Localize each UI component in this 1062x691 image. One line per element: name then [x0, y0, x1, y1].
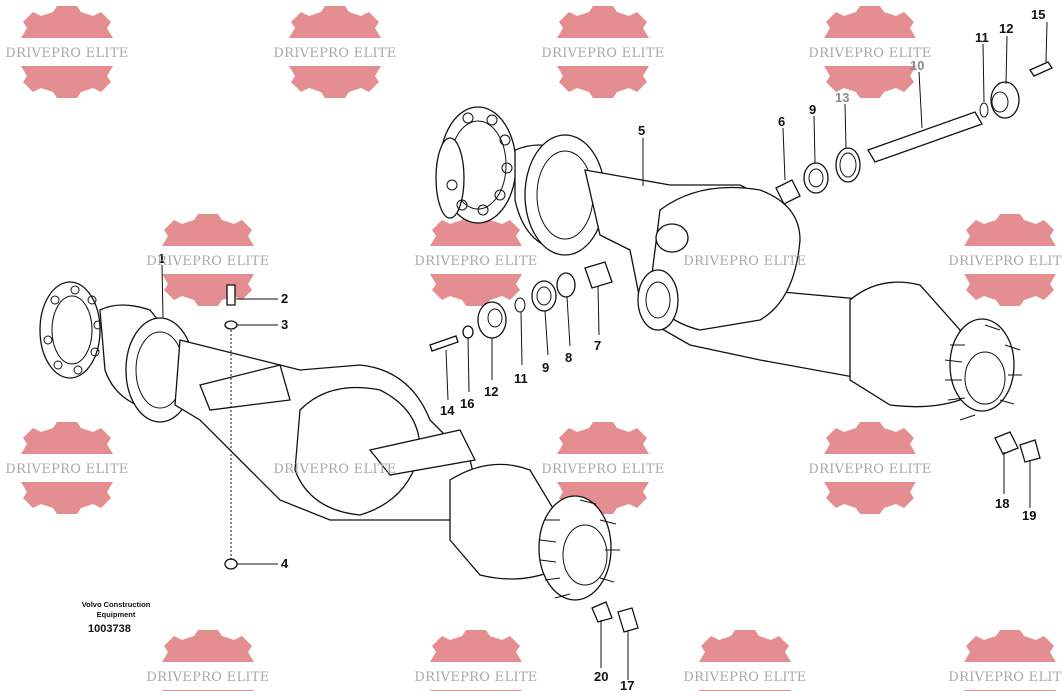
brand-line-1: Volvo Construction	[82, 600, 151, 609]
callout-18: 19	[1022, 508, 1036, 523]
callout-12-top: 12	[999, 21, 1013, 36]
watermark-text: DRIVEPRO ELITE	[414, 254, 537, 269]
callout-4: 4	[281, 556, 289, 571]
watermark-text: DRIVEPRO ELITE	[541, 46, 664, 61]
watermark-text: DRIVEPRO ELITE	[948, 254, 1062, 269]
callout-10: 10	[910, 58, 924, 73]
callout-17: 18	[995, 496, 1009, 511]
loose-parts	[224, 61, 1053, 633]
watermark-text: DRIVEPRO ELITE	[948, 670, 1062, 685]
watermark-text: DRIVEPRO ELITE	[541, 462, 664, 477]
watermark-text: DRIVEPRO ELITE	[5, 462, 128, 477]
brand-block: Volvo Construction Equipment 1003738	[82, 600, 151, 635]
rear-axle-drawing	[435, 106, 1022, 421]
brand-line-2: Equipment	[97, 610, 136, 619]
callout-7: 6	[778, 114, 785, 129]
callout-14: 14	[440, 403, 455, 418]
callout-13: 13	[835, 90, 849, 105]
callout-11-top: 11	[975, 30, 989, 45]
callout-9-top: 9	[809, 102, 816, 117]
watermark-text: DRIVEPRO ELITE	[273, 462, 396, 477]
callout-8: 8	[565, 350, 572, 365]
watermark-text: DRIVEPRO ELITE	[683, 670, 806, 685]
leader-lines	[161, 21, 1048, 680]
callout-2: 2	[281, 291, 288, 306]
callout-15: 16	[460, 396, 474, 411]
callout-3: 3	[281, 317, 288, 332]
callout-6: 7	[594, 338, 601, 353]
watermark-text: DRIVEPRO ELITE	[808, 46, 931, 61]
watermark-text: DRIVEPRO ELITE	[414, 670, 537, 685]
callout-5: 5	[638, 123, 645, 138]
callout-19: 20	[594, 669, 608, 684]
callout-1: 1	[158, 251, 165, 266]
callout-9-bottom: 9	[542, 360, 549, 375]
watermark-text: DRIVEPRO ELITE	[808, 462, 931, 477]
watermark-text: DRIVEPRO ELITE	[5, 46, 128, 61]
callout-20: 17	[620, 678, 634, 691]
front-axle-drawing	[39, 281, 620, 601]
callout-11-bottom: 11	[514, 371, 528, 386]
watermark-text-layer: DRIVEPRO ELITE DRIVEPRO ELITE DRIVEPRO ELI…	[5, 46, 1062, 685]
drawing-number: 1003738	[88, 623, 131, 635]
callout-12-bottom: 12	[484, 384, 498, 399]
callout-16: 15	[1031, 7, 1045, 22]
watermark-text: DRIVEPRO ELITE	[683, 254, 806, 269]
watermark-text: DRIVEPRO ELITE	[146, 670, 269, 685]
watermark-text: DRIVEPRO ELITE	[273, 46, 396, 61]
callout-labels: 15 12 11 10 13 9 6 5 7 8 9 11 12 16 14 1…	[158, 7, 1045, 691]
watermark-text: DRIVEPRO ELITE	[146, 254, 269, 269]
